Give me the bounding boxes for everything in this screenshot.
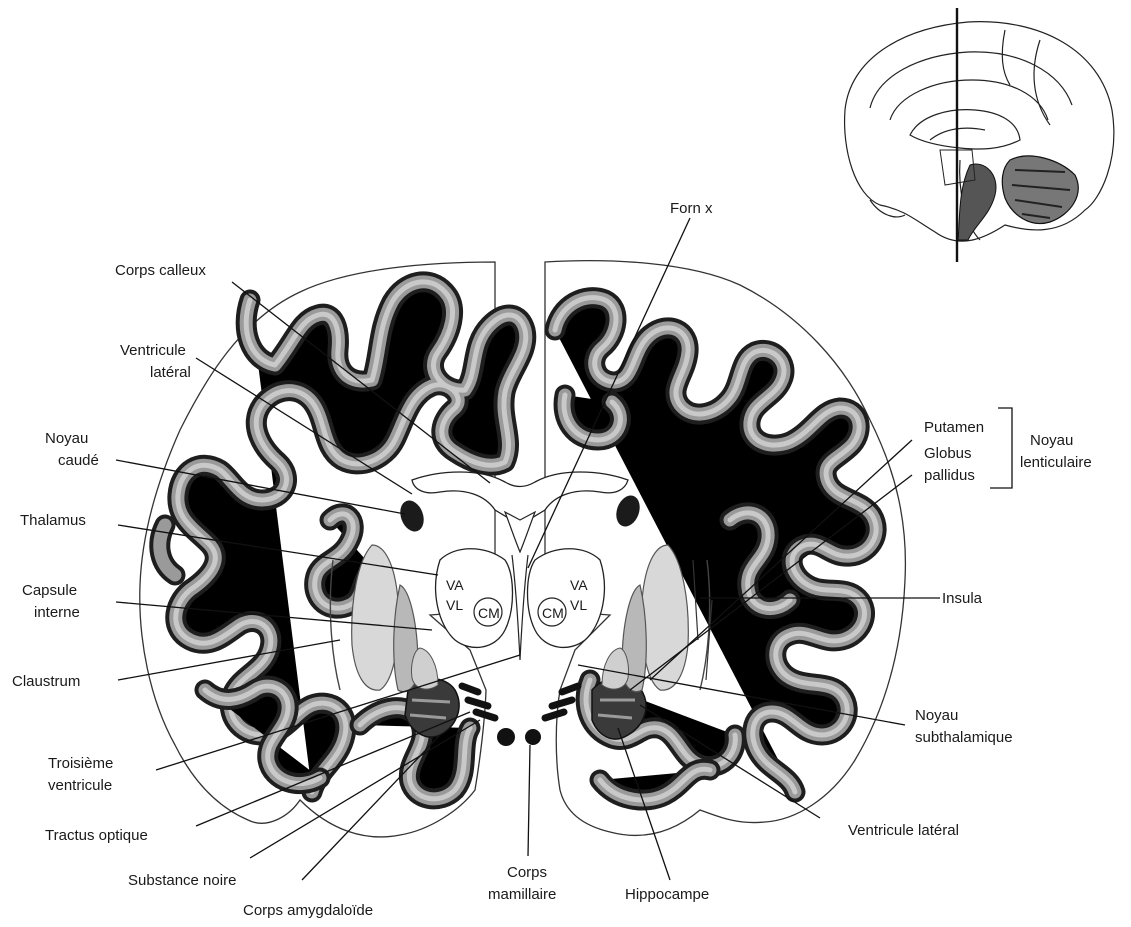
- vl-left: VL: [446, 597, 463, 613]
- label-tractus-optique: Tractus optique: [45, 827, 148, 844]
- coronal-section: [140, 261, 906, 837]
- label-troisieme-ventricule-2: ventricule: [48, 777, 112, 794]
- label-corps-calleux: Corps calleux: [115, 262, 206, 279]
- label-thalamus: Thalamus: [20, 512, 86, 529]
- label-corps-mamillaire-1: Corps: [507, 864, 547, 881]
- label-substance-noire: Substance noire: [128, 872, 236, 889]
- label-corps-mamillaire-2: mamillaire: [488, 886, 556, 903]
- vl-right: VL: [570, 597, 587, 613]
- label-fornix: Forn x: [670, 200, 713, 217]
- label-noyau-subthalamique-1: Noyau: [915, 707, 958, 724]
- label-corps-amygdaloide: Corps amygdaloïde: [243, 902, 373, 919]
- label-ventricule-lateral-1: Ventricule: [120, 342, 186, 359]
- cm-left: CM: [478, 605, 500, 621]
- label-capsule-interne-2: interne: [34, 604, 80, 621]
- label-noyau-lenticulaire-2: lenticulaire: [1020, 454, 1092, 471]
- label-ventricule-lateral-r: Ventricule latéral: [848, 822, 959, 839]
- label-claustrum: Claustrum: [12, 673, 80, 690]
- label-hippocampe: Hippocampe: [625, 886, 709, 903]
- mammillary-left: [497, 728, 515, 746]
- label-ventricule-lateral-2: latéral: [150, 364, 191, 381]
- label-insula: Insula: [942, 590, 983, 607]
- label-noyau-lenticulaire-1: Noyau: [1030, 432, 1073, 449]
- inset-sagittal-brain: [845, 8, 1114, 262]
- label-putamen: Putamen: [924, 419, 984, 436]
- label-capsule-interne-1: Capsule: [22, 582, 77, 599]
- label-noyau-caude-1: Noyau: [45, 430, 88, 447]
- label-globus-pallidus-2: pallidus: [924, 467, 975, 484]
- label-troisieme-ventricule-1: Troisième: [48, 755, 113, 772]
- label-noyau-caude-2: caudé: [58, 452, 99, 469]
- label-globus-pallidus-1: Globus: [924, 445, 972, 462]
- va-right: VA: [570, 577, 588, 593]
- va-left: VA: [446, 577, 464, 593]
- third-ventricle: [512, 555, 528, 660]
- label-noyau-subthalamique-2: subthalamique: [915, 729, 1013, 746]
- mammillary-right: [525, 729, 541, 745]
- cm-right: CM: [542, 605, 564, 621]
